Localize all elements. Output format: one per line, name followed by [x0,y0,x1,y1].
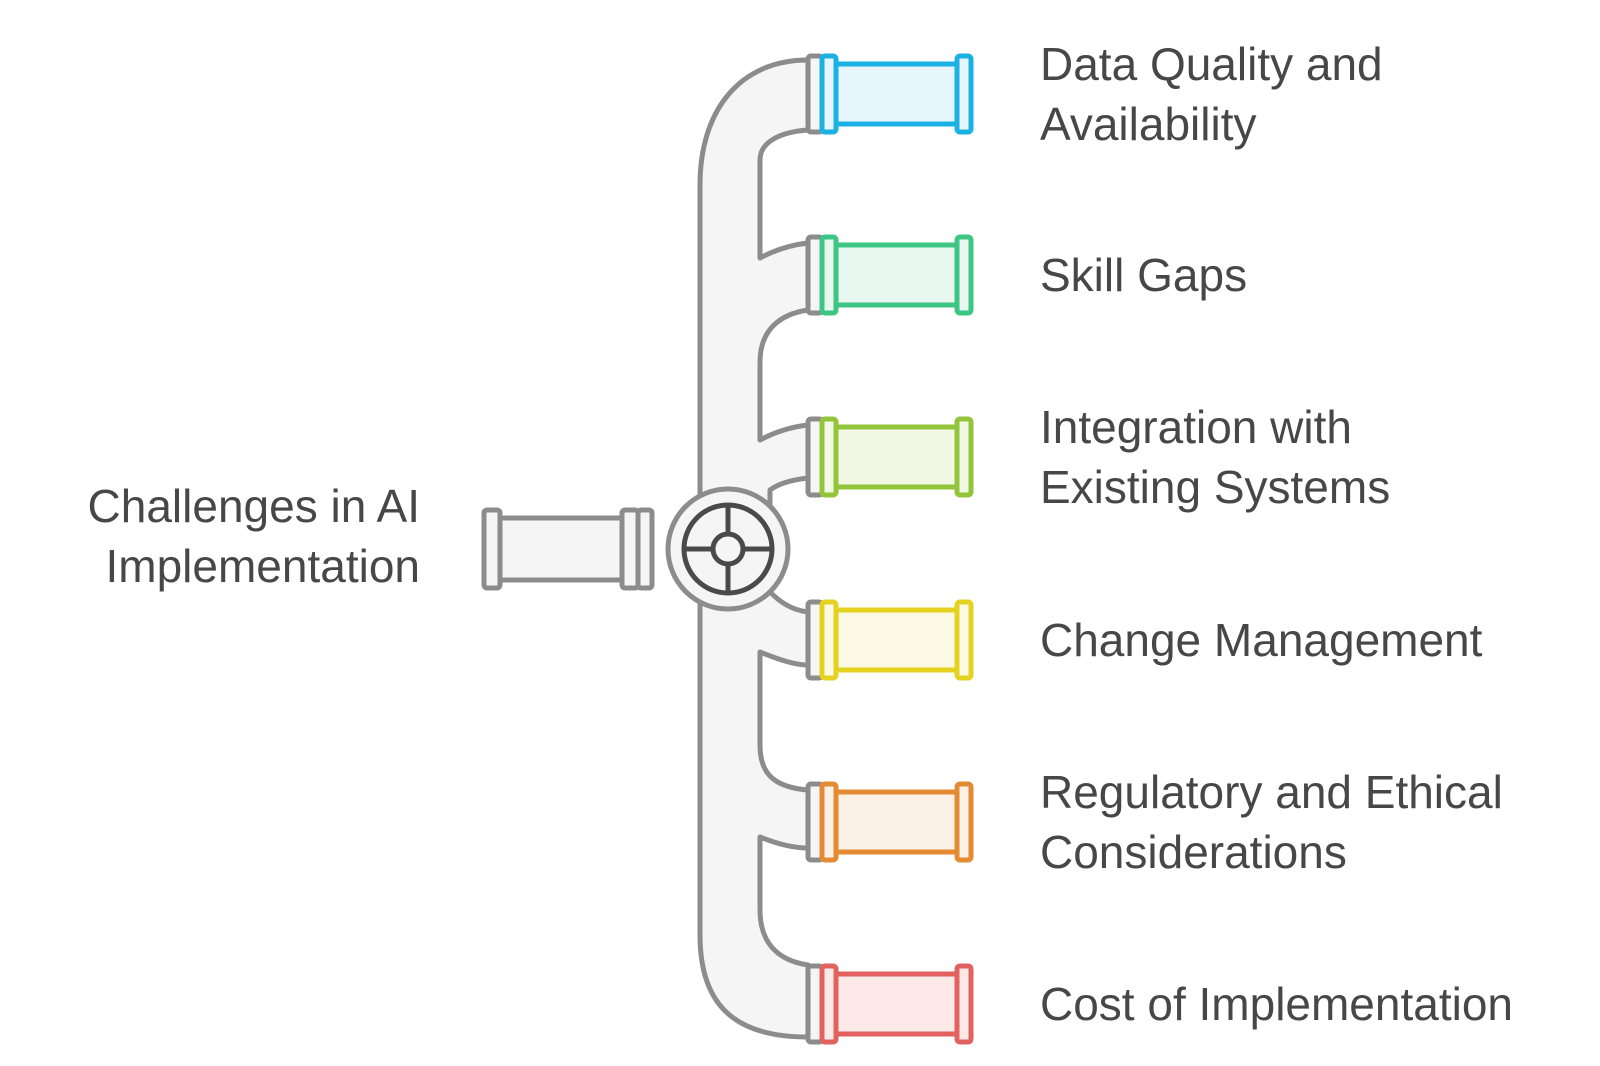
branch-pipe-6 [805,963,974,1045]
branch-pipe-flange [819,53,839,135]
branch-label-line: Change Management [1040,614,1483,666]
branch-pipe-2 [805,234,974,316]
branch-pipe-1 [805,53,974,135]
source-label-line-2: Implementation [105,540,421,592]
branch-pipe-flange [819,963,839,1045]
branch-label-4: Change Management [1040,610,1482,670]
branch-pipe-5 [805,781,974,863]
source-label-line-1: Challenges in AI [87,480,420,532]
branch-pipe-body [827,607,967,673]
branch-label-2: Skill Gaps [1040,245,1247,305]
branch-label-line: Availability [1040,98,1257,150]
branch-pipe-body [827,971,967,1037]
branch-label-line: Existing Systems [1040,461,1391,513]
source-pipe [481,507,655,591]
branch-pipe-end-cap [954,234,974,316]
branch-pipe-flange [819,416,839,498]
branch-pipe-end-cap [954,781,974,863]
branch-pipe-body [827,789,967,855]
branch-label-line: Regulatory and Ethical [1040,766,1503,818]
branch-pipe-3 [805,416,974,498]
branch-pipe-4 [805,599,974,681]
branch-pipe-end-cap [954,599,974,681]
branch-pipe-body [827,424,967,490]
branch-pipe-end-cap [954,53,974,135]
branch-label-line: Considerations [1040,826,1347,878]
valve-icon [665,486,791,612]
branch-pipe-flange [819,234,839,316]
branch-label-6: Cost of Implementation [1040,974,1513,1034]
branch-pipe-body [827,61,967,127]
source-label: Challenges in AI Implementation [88,476,420,596]
branch-pipes [805,53,974,1045]
branch-label-line: Skill Gaps [1040,249,1248,301]
branch-label-line: Data Quality and [1040,38,1383,90]
branch-pipe-end-cap [954,963,974,1045]
branch-label-line: Integration with [1040,401,1352,453]
branch-pipe-end-cap [954,416,974,498]
branch-pipe-flange [819,599,839,681]
branch-pipe-flange [819,781,839,863]
branch-pipe-body [827,242,967,308]
branch-label-line: Cost of Implementation [1040,978,1514,1030]
